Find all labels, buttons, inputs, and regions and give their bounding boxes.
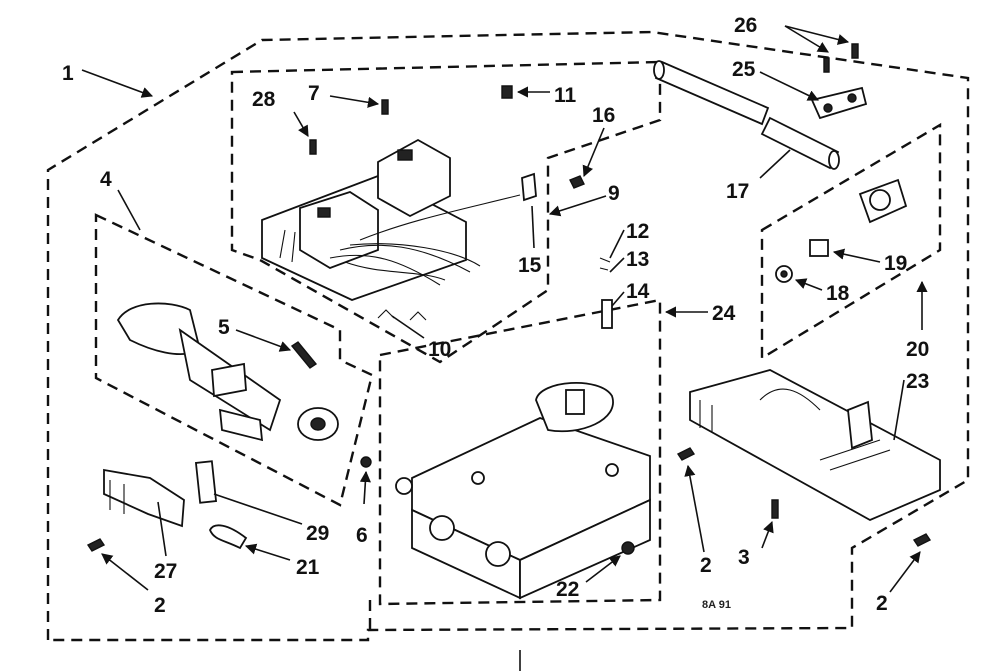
bracket-part <box>810 43 868 120</box>
callout-18: 18 <box>826 282 850 305</box>
boundary-switch-assembly <box>760 122 942 361</box>
callout-27: 27 <box>154 560 177 583</box>
boundary-valve-assembly <box>230 60 662 364</box>
callout-26: 26 <box>734 14 757 37</box>
tube-parts <box>653 60 840 170</box>
callout-21: 21 <box>296 556 320 579</box>
callout-28: 28 <box>252 88 276 111</box>
callout-13: 13 <box>626 248 649 271</box>
callout-22: 22 <box>556 578 579 601</box>
small-parts <box>86 85 932 555</box>
burner-body <box>395 381 651 600</box>
callout-20: 20 <box>906 338 929 361</box>
callout-4: 4 <box>100 168 112 191</box>
catalog-stamp: 8A 91 <box>702 599 731 611</box>
boundary-igniter-assembly <box>94 213 374 507</box>
callout-17: 17 <box>726 180 749 203</box>
callout-5: 5 <box>218 316 230 339</box>
callout-23: 23 <box>906 370 929 393</box>
callout-25: 25 <box>732 58 756 81</box>
callout-7: 7 <box>308 82 320 105</box>
callout-2-middle: 2 <box>700 554 712 577</box>
leader-lines <box>81 25 928 671</box>
valve-coil-assembly <box>261 138 537 301</box>
igniter-part <box>116 302 339 442</box>
callout-24: 24 <box>712 302 736 325</box>
callout-14: 14 <box>626 280 650 303</box>
callout-1: 1 <box>62 62 74 85</box>
callout-15: 15 <box>518 254 542 277</box>
switch-components <box>775 178 908 283</box>
boundary-main-assembly <box>46 30 970 642</box>
callout-2-right: 2 <box>876 592 888 615</box>
callout-10: 10 <box>428 338 451 361</box>
callout-19: 19 <box>884 252 907 275</box>
callout-2-left: 2 <box>154 594 166 617</box>
callout-6: 6 <box>356 524 368 547</box>
callout-9: 9 <box>608 182 620 205</box>
callout-16: 16 <box>592 104 615 127</box>
callout-11: 11 <box>554 84 577 107</box>
mounting-plate <box>689 369 941 522</box>
callout-12: 12 <box>626 220 649 243</box>
callout-29: 29 <box>306 522 329 545</box>
boundary-burner-assembly <box>378 298 662 606</box>
callout-3: 3 <box>738 546 750 569</box>
